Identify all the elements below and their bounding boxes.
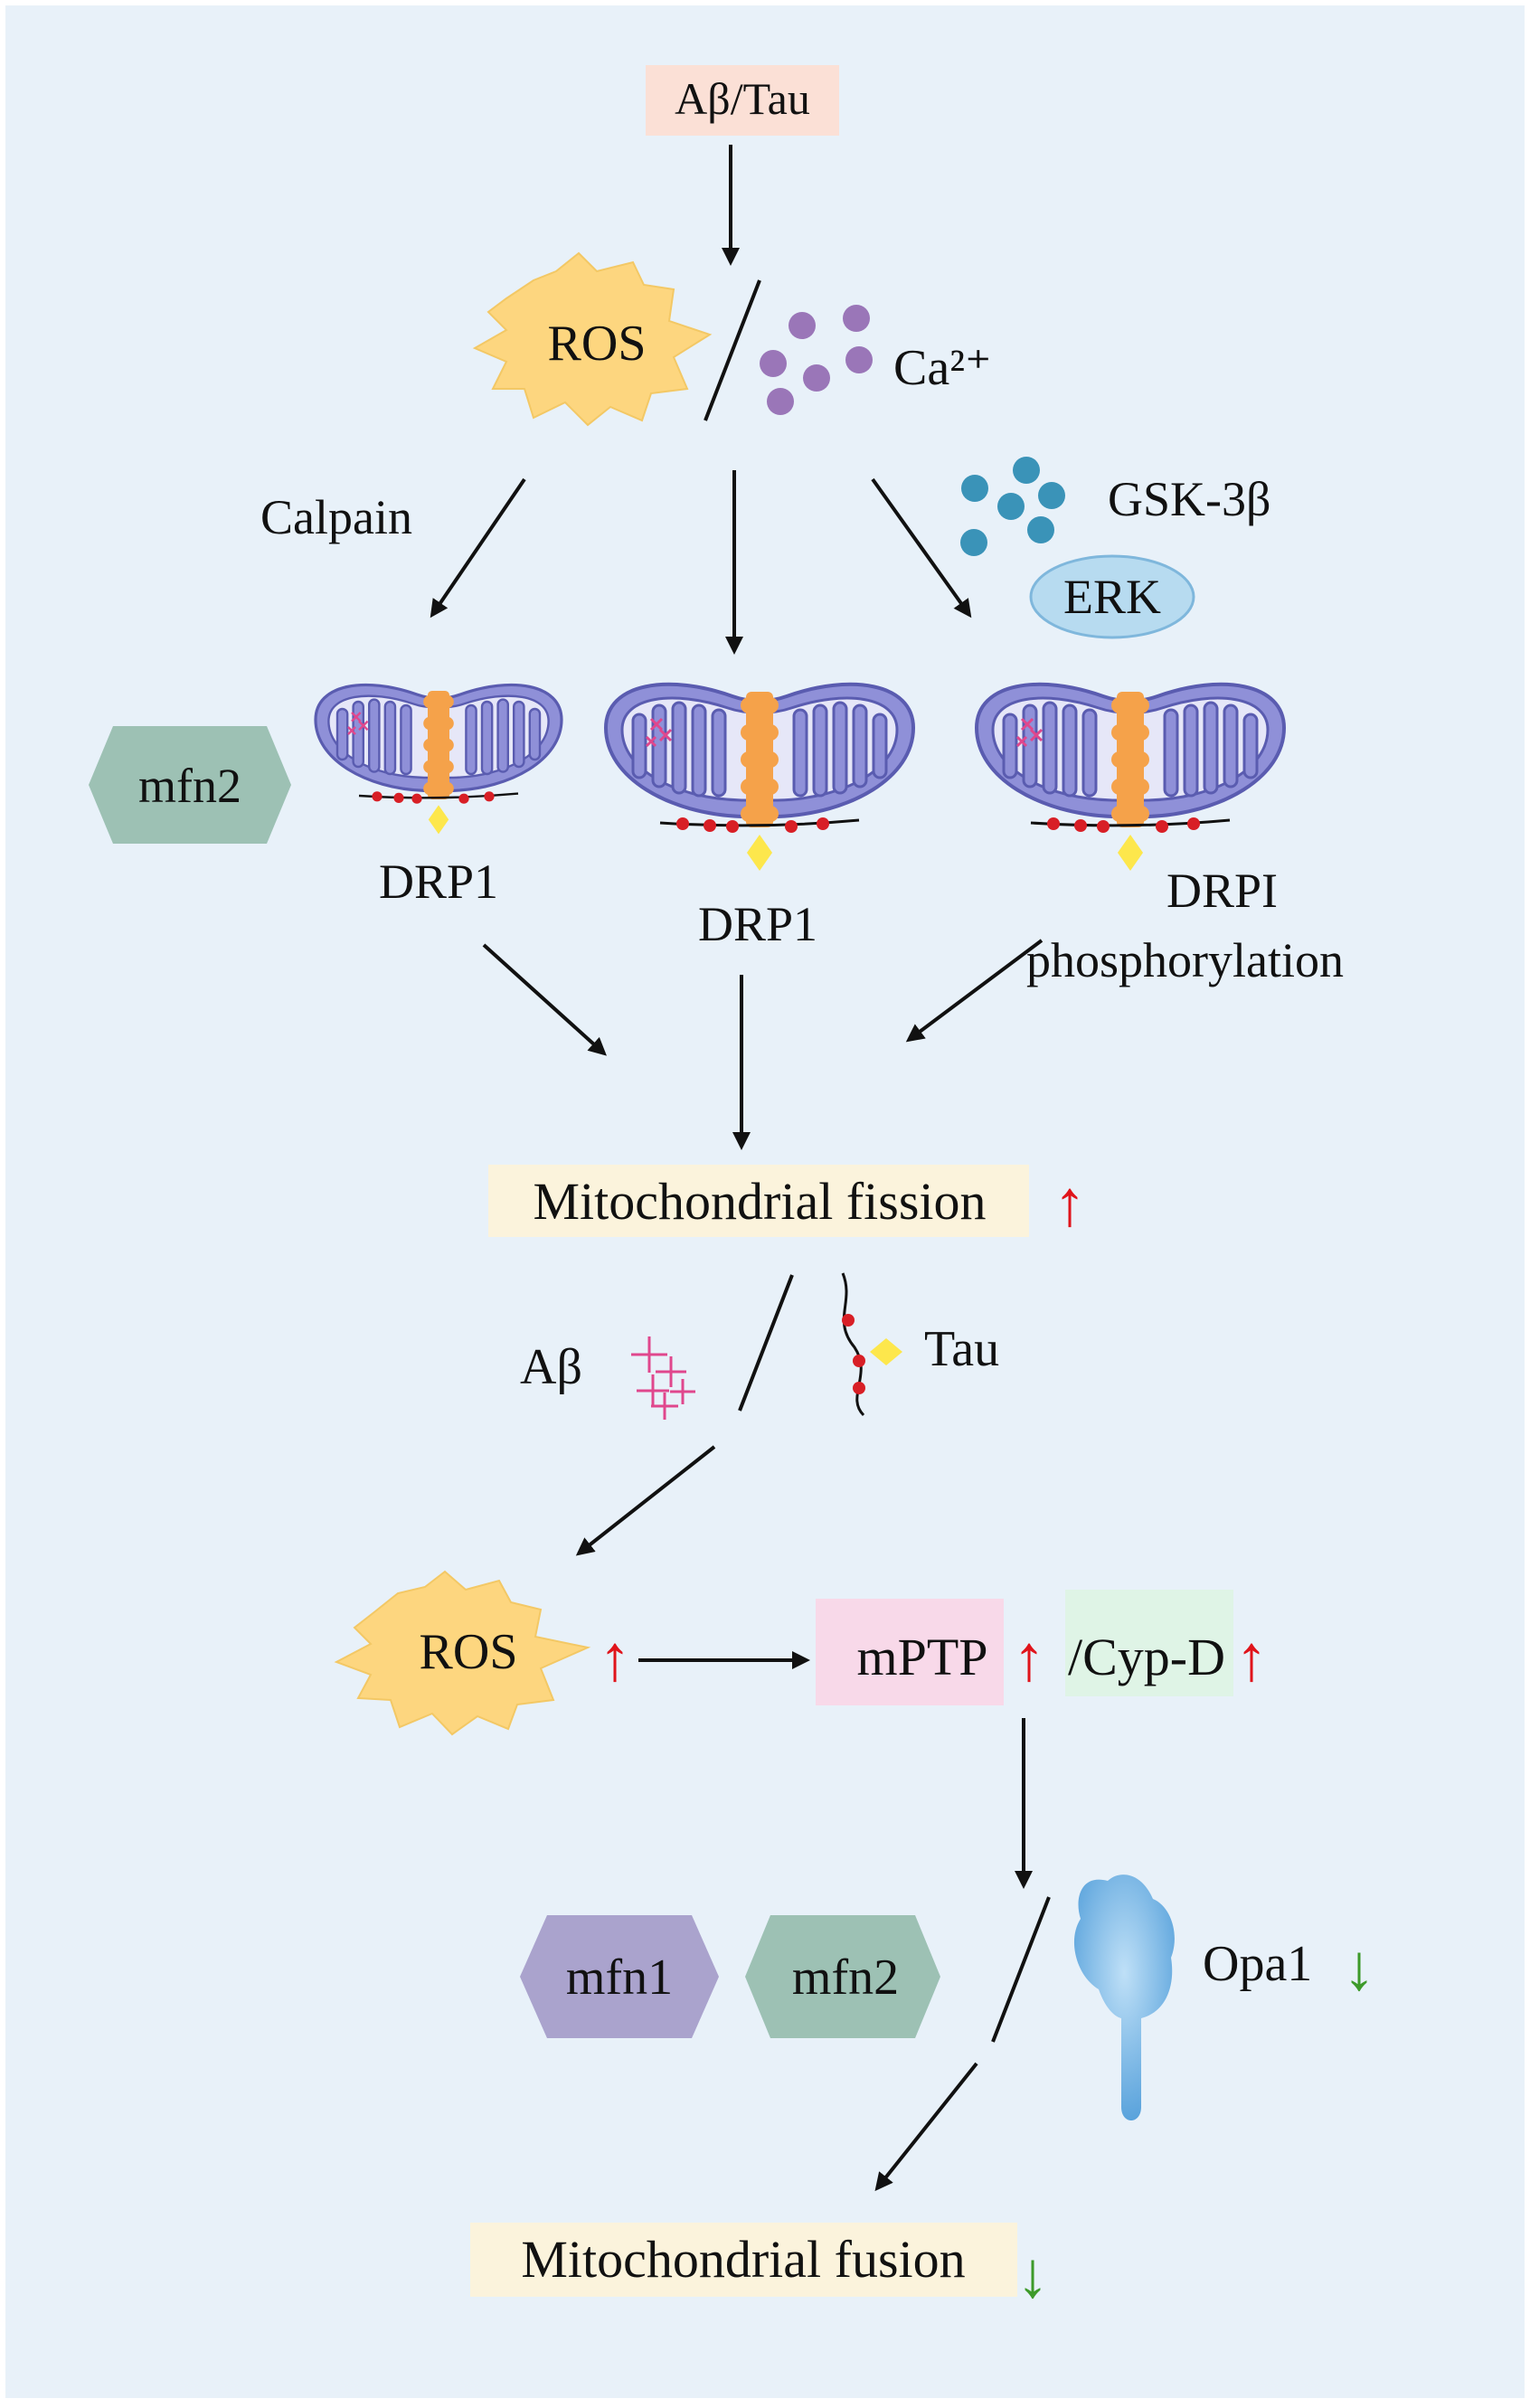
arrow-to-ros xyxy=(575,1445,716,1556)
slash-middle xyxy=(738,1274,794,1412)
opa1-down-arrow: ↓ xyxy=(1343,1931,1375,2004)
mptp-box xyxy=(816,1599,1004,1705)
mptp-up-arrow: ↑ xyxy=(1013,1622,1045,1695)
trigger-box xyxy=(646,65,839,136)
cypd-box xyxy=(1065,1590,1233,1696)
slash-top xyxy=(704,279,761,421)
calcium-dots xyxy=(760,305,873,415)
fusion-down-arrow: ↓ xyxy=(1016,2239,1049,2311)
tau-protein-icon xyxy=(841,1272,902,1417)
calcium-label: Ca²⁺ xyxy=(893,340,992,396)
fission-up-arrow: ↑ xyxy=(1053,1167,1086,1240)
ros-top-burst xyxy=(472,251,713,427)
mfn1-label: mfn1 xyxy=(566,1950,673,2006)
drp1-left-label: DRP1 xyxy=(379,855,498,909)
mptp-label: mPTP xyxy=(856,1628,987,1686)
ros-up-arrow: ↑ xyxy=(599,1622,631,1695)
arrow-calpain xyxy=(430,477,526,619)
opa1-protein-icon xyxy=(1073,1874,1175,2120)
erk-label: ERK xyxy=(1063,570,1161,624)
abeta-label: Aβ xyxy=(520,1339,582,1395)
cypd-label: /Cyp-D xyxy=(1068,1628,1225,1686)
fusion-box xyxy=(470,2223,1017,2297)
arrow-to-fusion xyxy=(874,2062,978,2192)
fission-label: Mitochondrial fission xyxy=(533,1172,986,1231)
mfn2-bottom-label: mfn2 xyxy=(792,1950,899,2006)
mfn2-top-hexagon xyxy=(89,726,291,844)
arrow-right-to-fission xyxy=(905,939,1044,1043)
trigger-label: Aβ/Tau xyxy=(675,73,810,124)
slash-bottom xyxy=(991,1896,1051,2043)
gsk-dots xyxy=(960,457,1065,556)
tau-label: Tau xyxy=(924,1321,999,1377)
arrow-gsk xyxy=(871,477,972,619)
ros-middle-burst xyxy=(334,1570,591,1736)
cypd-up-arrow: ↑ xyxy=(1235,1622,1268,1695)
mfn2-bottom-hexagon xyxy=(745,1915,940,2038)
mfn1-hexagon xyxy=(520,1915,719,2038)
phosphorylation-label: phosphorylation xyxy=(1026,933,1344,987)
ros-top-label: ROS xyxy=(548,316,647,372)
drp1-center-label: DRP1 xyxy=(698,897,817,951)
fusion-label: Mitochondrial fusion xyxy=(521,2230,965,2289)
abeta-aggregate-icon xyxy=(631,1336,695,1420)
mfn2-top-label: mfn2 xyxy=(138,759,241,813)
drpi-label: DRPI xyxy=(1166,864,1278,918)
erk-ellipse xyxy=(1029,554,1195,639)
arrow-left-to-fission xyxy=(482,943,607,1056)
opa1-label: Opa1 xyxy=(1203,1936,1312,1992)
gsk-label: GSK-3β xyxy=(1108,472,1270,526)
fission-box xyxy=(488,1165,1029,1237)
ros-middle-label: ROS xyxy=(420,1624,518,1680)
calpain-label: Calpain xyxy=(260,490,412,544)
